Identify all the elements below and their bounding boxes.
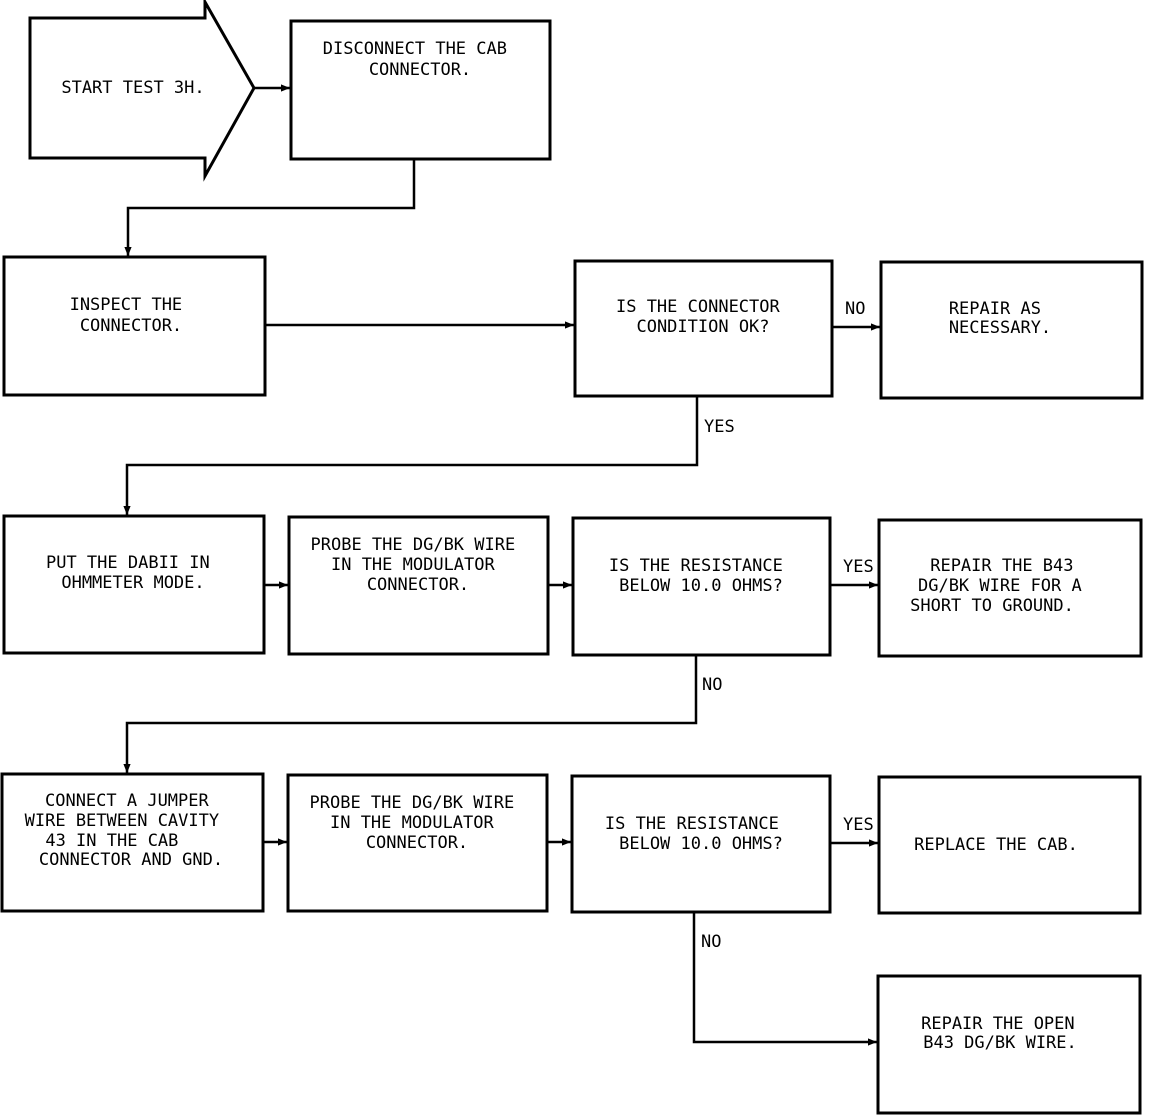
arrow-resistance1-no: [123, 656, 698, 773]
resistance-2-box: [570, 774, 832, 914]
put-dabit-box: [2, 514, 266, 655]
condition-ok-node: IS THE CONNECTOR CONDITION OK?: [573, 259, 834, 398]
probe-2-node: PROBE THE DG/BK WIRE IN THE MODULATOR CO…: [286, 773, 549, 913]
label-no-resistance-1: NO: [702, 675, 722, 695]
replace-cab-node: REPLACE THE CAB.: [877, 775, 1142, 915]
repair-open-line-2: B43 DG/BK WIRE.: [923, 1033, 1077, 1053]
replace-cab-box: [877, 775, 1142, 915]
condition-ok-line-2: CONDITION OK?: [636, 317, 769, 337]
repair-as-necessary-box: [879, 260, 1144, 400]
repair-as-necessary-line-2: NECESSARY.: [949, 318, 1051, 338]
inspect-line-1: INSPECT THE: [70, 295, 183, 315]
arrow-resistance2-no: [692, 913, 877, 1046]
condition-ok-line-1: IS THE CONNECTOR: [616, 297, 781, 317]
repair-as-necessary-text: REPAIR AS NECESSARY.: [949, 299, 1051, 338]
connect-jumper-text: CONNECT A JUMPER WIRE BETWEEN CAVITY 43 …: [25, 791, 230, 870]
resistance-1-box: [571, 516, 832, 657]
repair-as-necessary-line-1: REPAIR AS: [949, 299, 1041, 319]
replace-cab-text: REPLACE THE CAB.: [914, 835, 1078, 855]
start-line: START TEST 3H.: [61, 78, 204, 98]
probe-2-line-1: PROBE THE DG/BK WIRE: [310, 793, 515, 813]
disconnect-line-2: CONNECTOR.: [369, 60, 471, 80]
arrow-condition-yes: [123, 396, 699, 515]
repair-as-necessary-node: REPAIR AS NECESSARY.: [879, 260, 1144, 400]
repair-open-text: REPAIR THE OPEN B43 DG/BK WIRE.: [921, 1014, 1085, 1053]
connect-jumper-line-4: CONNECTOR AND GND.: [39, 850, 223, 870]
put-dabit-node: PUT THE DABII IN OHMMETER MODE.: [2, 514, 266, 655]
inspect-box: [2, 255, 267, 397]
probe-1-line-3: CONNECTOR.: [367, 575, 469, 595]
disconnect-text: DISCONNECT THE CAB CONNECTOR.: [323, 39, 517, 80]
arrow-disconnect-to-inspect: [124, 160, 416, 256]
condition-ok-box: [573, 259, 834, 398]
put-dabit-line-2: OHMMETER MODE.: [61, 573, 204, 593]
resistance-2-line-2: BELOW 10.0 OHMS?: [619, 834, 783, 854]
resistance-1-text: IS THE RESISTANCE BELOW 10.0 OHMS?: [609, 556, 793, 596]
label-no-condition: NO: [845, 299, 865, 319]
start-arrow-shape: [28, 0, 256, 182]
resistance-1-node: IS THE RESISTANCE BELOW 10.0 OHMS?: [571, 516, 832, 657]
repair-short-text: REPAIR THE B43 DG/BK WIRE FOR A SHORT TO…: [910, 556, 1092, 616]
connect-jumper-line-3: 43 IN THE CAB: [45, 831, 178, 851]
inspect-node: INSPECT THE CONNECTOR.: [2, 255, 267, 397]
inspect-text: INSPECT THE CONNECTOR.: [70, 295, 193, 336]
label-no-resistance-2: NO: [701, 932, 721, 952]
connectors: [123, 84, 880, 1046]
probe-2-text: PROBE THE DG/BK WIRE IN THE MODULATOR CO…: [310, 793, 525, 853]
repair-short-line-2: DG/BK WIRE FOR A: [918, 576, 1082, 596]
condition-ok-text: IS THE CONNECTOR CONDITION OK?: [616, 297, 790, 337]
probe-2-line-2: IN THE MODULATOR: [330, 813, 495, 833]
disconnect-box: [289, 19, 552, 161]
label-yes-condition: YES: [704, 417, 735, 437]
decision-labels: NO YES YES NO YES NO: [701, 299, 874, 952]
probe-1-line-2: IN THE MODULATOR: [331, 555, 496, 575]
probe-2-box: [286, 773, 549, 913]
inspect-line-2: CONNECTOR.: [80, 316, 182, 336]
put-dabit-text: PUT THE DABII IN OHMMETER MODE.: [46, 553, 220, 593]
repair-open-line-1: REPAIR THE OPEN: [921, 1014, 1075, 1034]
repair-short-line-3: SHORT TO GROUND.: [910, 596, 1074, 616]
resistance-1-line-2: BELOW 10.0 OHMS?: [619, 576, 783, 596]
connect-jumper-box: [0, 772, 265, 913]
connect-jumper-line-2: WIRE BETWEEN CAVITY: [25, 811, 219, 831]
probe-1-text: PROBE THE DG/BK WIRE IN THE MODULATOR CO…: [311, 535, 526, 595]
repair-short-node: REPAIR THE B43 DG/BK WIRE FOR A SHORT TO…: [877, 518, 1143, 658]
probe-1-node: PROBE THE DG/BK WIRE IN THE MODULATOR CO…: [287, 515, 550, 656]
put-dabit-line-1: PUT THE DABII IN: [46, 553, 210, 573]
resistance-2-line-1: IS THE RESISTANCE: [605, 814, 779, 834]
resistance-1-line-1: IS THE RESISTANCE: [609, 556, 783, 576]
repair-short-line-1: REPAIR THE B43: [930, 556, 1073, 576]
repair-open-box: [876, 974, 1142, 1115]
connect-jumper-node: CONNECT A JUMPER WIRE BETWEEN CAVITY 43 …: [0, 772, 265, 913]
disconnect-node: DISCONNECT THE CAB CONNECTOR.: [289, 19, 552, 161]
connect-jumper-line-1: CONNECT A JUMPER: [45, 791, 210, 811]
disconnect-line-1: DISCONNECT THE CAB: [323, 39, 507, 59]
replace-cab-line-1: REPLACE THE CAB.: [914, 835, 1078, 855]
start-text: START TEST 3H.: [61, 78, 204, 98]
resistance-2-node: IS THE RESISTANCE BELOW 10.0 OHMS?: [570, 774, 832, 914]
label-yes-resistance-2: YES: [843, 815, 874, 835]
probe-1-box: [287, 515, 550, 656]
repair-short-box: [877, 518, 1143, 658]
repair-open-node: REPAIR THE OPEN B43 DG/BK WIRE.: [876, 974, 1142, 1115]
probe-1-line-1: PROBE THE DG/BK WIRE: [311, 535, 516, 555]
probe-2-line-3: CONNECTOR.: [366, 833, 468, 853]
start-node: START TEST 3H.: [28, 0, 256, 182]
resistance-2-text: IS THE RESISTANCE BELOW 10.0 OHMS?: [605, 814, 789, 854]
label-yes-resistance-1: YES: [843, 557, 874, 577]
